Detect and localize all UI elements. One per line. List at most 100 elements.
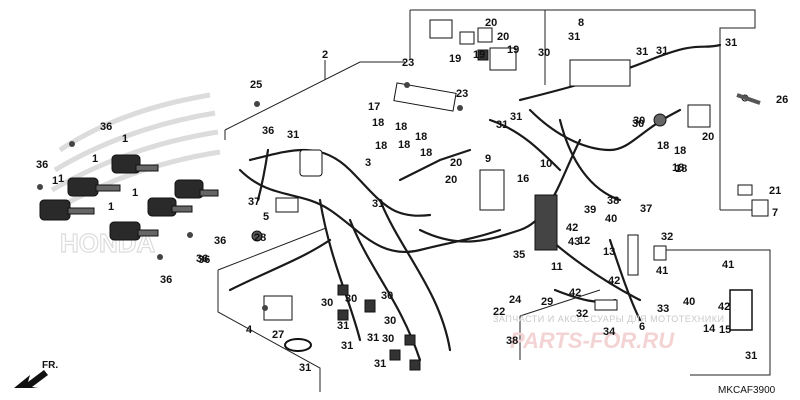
- part-callout-8[interactable]: 8: [578, 17, 584, 29]
- part-callout-22[interactable]: 22: [493, 306, 505, 318]
- ignition-coil-4: [174, 179, 219, 199]
- part-callout-26[interactable]: 26: [776, 94, 788, 106]
- part-callout-23[interactable]: 23: [402, 57, 414, 69]
- part-callout-7[interactable]: 7: [772, 207, 778, 219]
- part-callout-2[interactable]: 2: [322, 49, 328, 61]
- part-callout-31[interactable]: 31: [496, 119, 508, 131]
- part-callout-41[interactable]: 41: [722, 259, 734, 271]
- part-callout-33[interactable]: 33: [657, 303, 669, 315]
- part-callout-31[interactable]: 31: [341, 340, 353, 352]
- part-callout-10[interactable]: 10: [540, 158, 552, 170]
- part-callout-31[interactable]: 31: [725, 37, 737, 49]
- part-callout-20[interactable]: 20: [702, 131, 714, 143]
- part-callout-38[interactable]: 38: [607, 195, 619, 207]
- part-callout-16[interactable]: 16: [517, 173, 529, 185]
- part-callout-31[interactable]: 31: [374, 358, 386, 370]
- part-callout-18[interactable]: 18: [372, 117, 384, 129]
- part-callout-30[interactable]: 30: [382, 333, 394, 345]
- part-callout-30[interactable]: 30: [381, 290, 393, 302]
- part-callout-5[interactable]: 5: [263, 211, 269, 223]
- part-callout-31[interactable]: 31: [287, 129, 299, 141]
- part-callout-35[interactable]: 35: [513, 249, 525, 261]
- part-callout-1[interactable]: 1: [122, 133, 128, 145]
- part-callout-19[interactable]: 19: [507, 44, 519, 56]
- part-callout-30[interactable]: 30: [632, 118, 644, 130]
- part-callout-42[interactable]: 42: [566, 222, 578, 234]
- part-callout-18[interactable]: 18: [674, 145, 686, 157]
- part-callout-31[interactable]: 31: [510, 111, 522, 123]
- part-callout-14[interactable]: 14: [703, 323, 716, 335]
- part-callout-18[interactable]: 18: [375, 140, 387, 152]
- part-callout-42[interactable]: 42: [718, 301, 730, 313]
- part-callout-43[interactable]: 43: [568, 236, 580, 248]
- part-callout-31[interactable]: 31: [299, 362, 311, 374]
- part-callout-24[interactable]: 24: [509, 294, 522, 306]
- part-callout-1[interactable]: 1: [108, 201, 114, 213]
- part-callout-18[interactable]: 18: [657, 140, 669, 152]
- part-callout-3[interactable]: 3: [365, 157, 371, 169]
- part-callout-20[interactable]: 20: [485, 17, 497, 29]
- part-callout-18[interactable]: 18: [395, 121, 407, 133]
- part-callout-28[interactable]: 28: [254, 232, 266, 244]
- part-callout-31[interactable]: 31: [656, 45, 668, 57]
- part-callout-40[interactable]: 40: [683, 296, 695, 308]
- part-callout-30[interactable]: 30: [633, 115, 645, 127]
- part-callout-20[interactable]: 20: [450, 157, 462, 169]
- part-callout-36[interactable]: 36: [100, 121, 112, 133]
- part-callout-1[interactable]: 1: [58, 173, 64, 185]
- part-callout-34[interactable]: 34: [603, 326, 616, 338]
- part-callout-15[interactable]: 15: [719, 324, 731, 336]
- part-callout-21[interactable]: 21: [769, 185, 781, 197]
- part-callout-20[interactable]: 20: [445, 174, 457, 186]
- part-callout-36[interactable]: 36: [36, 159, 48, 171]
- part-callout-27[interactable]: 27: [272, 329, 284, 341]
- part-callout-30[interactable]: 30: [538, 47, 550, 59]
- part-callout-41[interactable]: 41: [656, 265, 668, 277]
- part-callout-18[interactable]: 18: [675, 163, 687, 175]
- part-callout-36[interactable]: 36: [214, 235, 226, 247]
- part-callout-23[interactable]: 23: [456, 88, 468, 100]
- part-callout-30[interactable]: 30: [345, 293, 357, 305]
- part-callout-32[interactable]: 32: [576, 308, 588, 320]
- part-callout-25[interactable]: 25: [250, 79, 262, 91]
- part-callout-19[interactable]: 19: [473, 49, 485, 61]
- part-callout-42[interactable]: 42: [608, 275, 620, 287]
- part-callout-36[interactable]: 36: [198, 254, 210, 266]
- part-callout-12[interactable]: 12: [578, 235, 590, 247]
- part-callout-18[interactable]: 18: [398, 139, 410, 151]
- part-callout-31[interactable]: 31: [372, 198, 384, 210]
- part-callout-36[interactable]: 36: [196, 253, 208, 265]
- part-callout-42[interactable]: 42: [569, 287, 581, 299]
- diagram-code: MKCAF3900: [718, 385, 776, 396]
- part-callout-13[interactable]: 13: [603, 246, 615, 258]
- part-callout-39[interactable]: 39: [584, 204, 596, 216]
- part-callout-32[interactable]: 32: [661, 231, 673, 243]
- part-callout-36[interactable]: 36: [160, 274, 172, 286]
- part-callout-38[interactable]: 38: [506, 335, 518, 347]
- part-callout-18[interactable]: 18: [672, 162, 684, 174]
- part-callout-20[interactable]: 20: [497, 31, 509, 43]
- part-callout-29[interactable]: 29: [541, 296, 553, 308]
- part-callout-30[interactable]: 30: [321, 297, 333, 309]
- part-callout-18[interactable]: 18: [415, 131, 427, 143]
- part-callout-37[interactable]: 37: [248, 196, 260, 208]
- part-callout-31[interactable]: 31: [745, 350, 757, 362]
- part-callout-31[interactable]: 31: [636, 46, 648, 58]
- part-callout-18[interactable]: 18: [420, 147, 432, 159]
- part-callout-17[interactable]: 17: [368, 101, 380, 113]
- part-callout-36[interactable]: 36: [262, 125, 274, 137]
- part-callout-11[interactable]: 11: [551, 261, 563, 273]
- part-callout-9[interactable]: 9: [485, 153, 491, 165]
- part-callout-31[interactable]: 31: [337, 320, 349, 332]
- part-callout-30[interactable]: 30: [384, 315, 396, 327]
- part-callout-31[interactable]: 31: [568, 31, 580, 43]
- part-callout-19[interactable]: 19: [449, 53, 461, 65]
- part-callout-6[interactable]: 6: [639, 321, 645, 333]
- part-callout-37[interactable]: 37: [640, 203, 652, 215]
- part-callout-40[interactable]: 40: [605, 213, 617, 225]
- part-callout-1[interactable]: 1: [92, 153, 98, 165]
- part-callout-31[interactable]: 31: [367, 332, 379, 344]
- part-callout-4[interactable]: 4: [246, 324, 253, 336]
- part-callout-1[interactable]: 1: [52, 175, 58, 187]
- part-callout-1[interactable]: 1: [132, 187, 138, 199]
